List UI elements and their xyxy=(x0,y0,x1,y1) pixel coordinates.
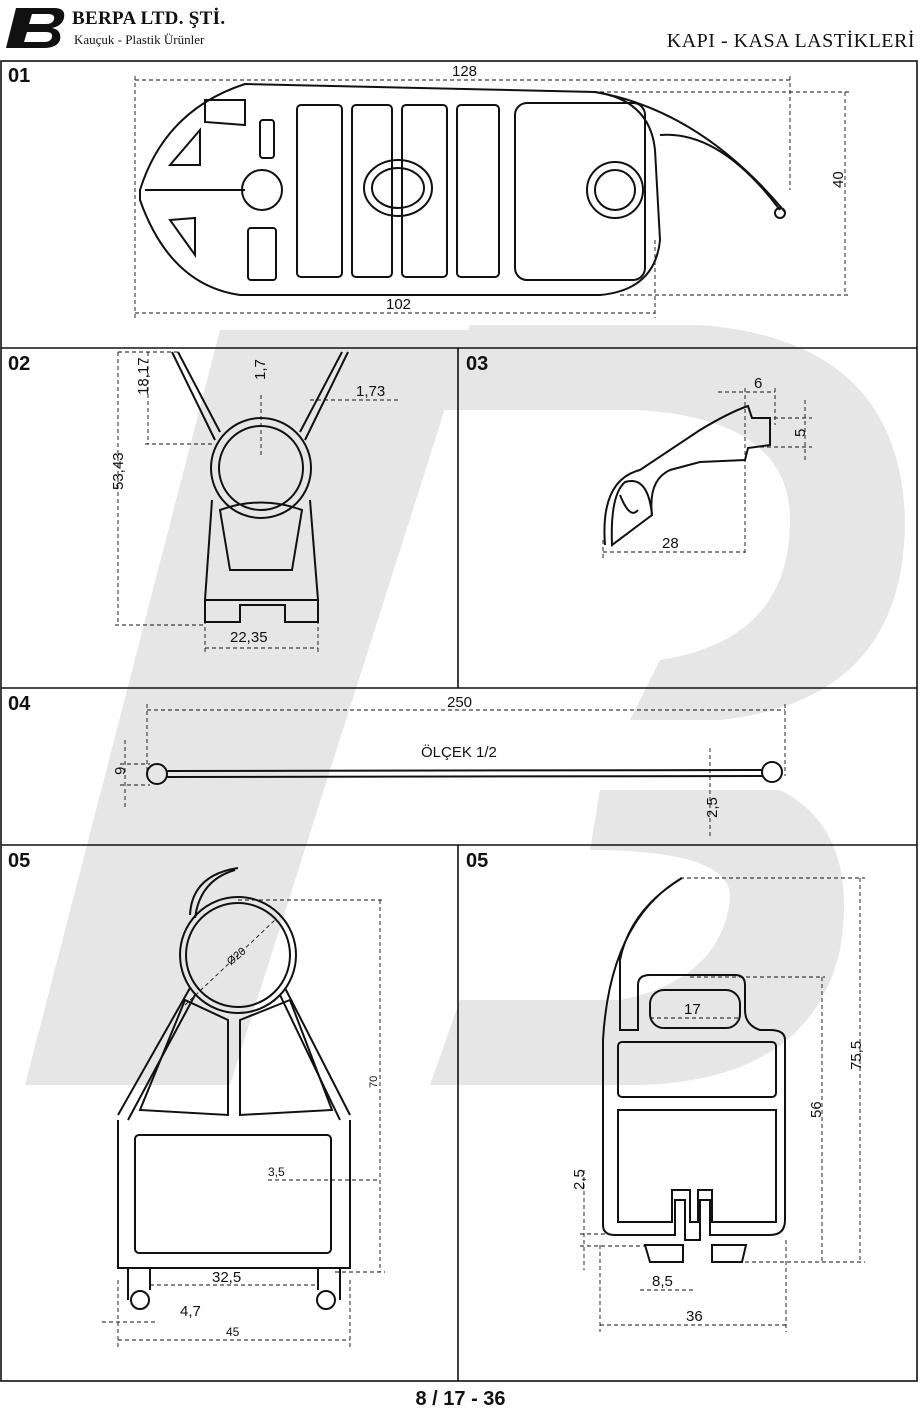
section-label-03: 03 xyxy=(466,353,488,375)
dim-05b-width: 36 xyxy=(686,1308,703,1325)
dim-05b-wall: 2,5 xyxy=(571,1169,588,1190)
section-label-05b: 05 xyxy=(466,850,488,872)
dimensions-05a xyxy=(102,899,385,1348)
profile-05b xyxy=(602,877,786,1263)
dim-05a-foot: 4,7 xyxy=(180,1303,201,1320)
profile-01 xyxy=(139,82,786,296)
dim-01-width-body: 102 xyxy=(386,296,411,313)
dim-01-height: 40 xyxy=(830,171,847,188)
dim-05a-foot-gap: 32,5 xyxy=(212,1269,241,1286)
dimensions-03 xyxy=(602,388,812,558)
section-label-04: 04 xyxy=(8,693,31,715)
dim-05b-foot-gap: 8,5 xyxy=(652,1273,673,1290)
dim-05a-width: 45 xyxy=(226,1325,240,1339)
dim-05a-height: 70 xyxy=(368,1076,380,1088)
dim-02-arm: 1,73 xyxy=(356,383,385,400)
document-title: KAPI - KASA LASTİKLERİ xyxy=(666,30,915,52)
section-label-01: 01 xyxy=(8,65,30,87)
dim-04-bulb: 9 xyxy=(112,767,129,775)
dim-05b-slot: 17 xyxy=(684,1001,701,1018)
dim-04-thickness: 2,5 xyxy=(704,797,721,818)
company-name: BERPA LTD. ŞTİ. xyxy=(72,8,226,29)
page-number: 8 / 17 - 36 xyxy=(415,1388,506,1410)
dim-02-height: 53,43 xyxy=(110,452,127,490)
drawing-sheet: 01 02 03 04 05 05 xyxy=(0,60,918,1382)
page-header: BERPA LTD. ŞTİ. Kauçuk - Plastik Ürünler… xyxy=(0,0,921,60)
dim-03-step: 5 xyxy=(792,429,809,437)
profile-03 xyxy=(603,404,771,547)
dim-02-arm-height: 18,17 xyxy=(135,357,152,395)
company-tagline: Kauçuk - Plastik Ürünler xyxy=(74,32,205,47)
profile-02 xyxy=(171,351,349,623)
section-label-02: 02 xyxy=(8,353,30,375)
dim-05a-wall: 3,5 xyxy=(268,1165,285,1179)
scale-note: ÖLÇEK 1/2 xyxy=(421,743,497,761)
dim-03-lip: 6 xyxy=(754,375,762,392)
dim-02-width: 22,35 xyxy=(230,629,268,646)
profile-05a xyxy=(117,867,351,1310)
profile-04 xyxy=(146,761,783,785)
section-label-05a: 05 xyxy=(8,850,30,872)
dim-04-length: 250 xyxy=(447,694,472,711)
dim-01-width-total: 128 xyxy=(452,63,477,80)
dim-05b-height-body: 56 xyxy=(808,1101,825,1118)
dim-02-wall: 1,7 xyxy=(252,359,269,380)
dimensions-04 xyxy=(120,704,786,838)
berpa-logo-icon xyxy=(6,8,65,48)
dim-03-width: 28 xyxy=(662,535,679,552)
dimensions-02 xyxy=(115,351,400,654)
dimensions-01 xyxy=(134,76,850,318)
dim-05b-height-total: 75,5 xyxy=(848,1041,865,1070)
dimensions-05b xyxy=(580,877,865,1332)
